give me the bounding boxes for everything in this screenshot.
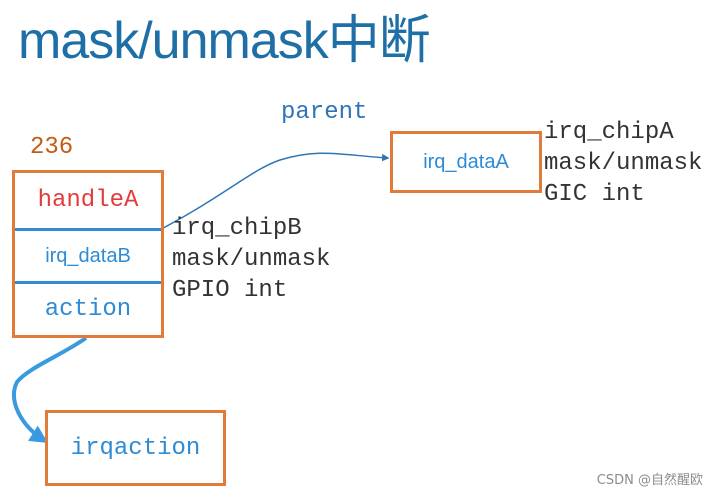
chip-a-line: irq_chipA [544, 119, 674, 146]
parent-label: parent [281, 99, 368, 126]
chip-a-line: mask/unmask [544, 150, 703, 177]
chip-b-line: irq_chipB [172, 215, 302, 242]
action-field: action [44, 296, 132, 323]
chip-b-description: irq_chipB mask/unmask GPIO int [172, 213, 330, 306]
chip-a-description: irq_chipA mask/unmask GIC int [544, 117, 702, 210]
watermark: CSDN @自然醒欧 [596, 473, 703, 488]
action-arrow [12, 336, 88, 443]
parent-arrow [143, 152, 390, 239]
irq-number: 236 [30, 134, 74, 161]
page-title: mask/unmask中断 [18, 12, 431, 70]
chip-b-line: GPIO int [172, 277, 288, 304]
irq-data-field: irq_dataB [15, 228, 161, 284]
chip-a-line: GIC int [544, 181, 645, 208]
handle-field: handleA [37, 187, 139, 214]
chip-b-line: mask/unmask [172, 246, 331, 273]
irqaction-label: irqaction [70, 434, 201, 462]
parent-irq-data-label: irq_dataA [423, 150, 509, 173]
irq-desc-box: handleA irq_dataB action [12, 170, 164, 338]
parent-irq-data-box: irq_dataA [390, 131, 542, 193]
irqaction-box: irqaction [45, 410, 226, 486]
